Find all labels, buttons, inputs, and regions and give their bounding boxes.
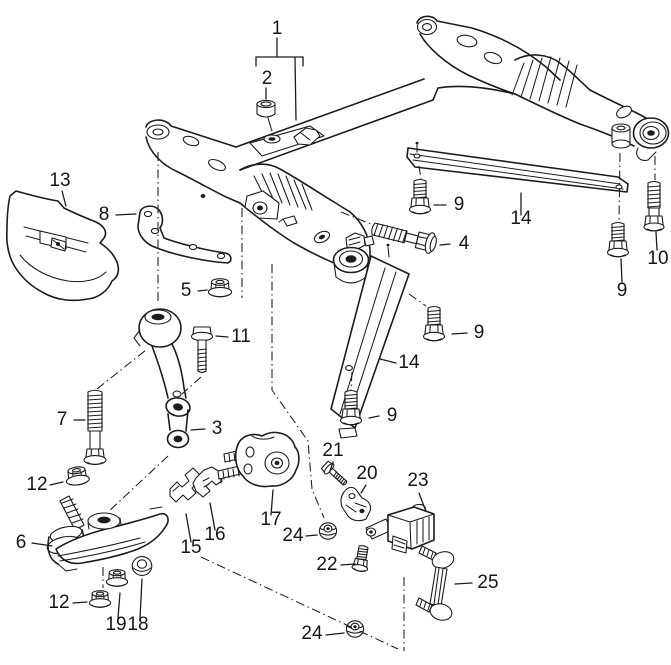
callout-25: 25 xyxy=(477,572,498,593)
mount-17 xyxy=(218,432,299,486)
stabiliser-link-25 xyxy=(416,546,456,622)
callout-15: 15 xyxy=(180,537,201,558)
callout-24-lower: 24 xyxy=(301,623,323,644)
callout-4: 4 xyxy=(459,233,470,254)
callout-20: 20 xyxy=(356,463,377,484)
callout-9-bottom: 9 xyxy=(387,405,398,426)
callout-10: 10 xyxy=(647,248,668,269)
callout-1: 1 xyxy=(272,18,283,39)
subframe-crossmember xyxy=(146,16,669,283)
callout-8: 8 xyxy=(99,204,110,225)
callout-5: 5 xyxy=(181,280,192,301)
callout-12-upper: 12 xyxy=(26,474,47,495)
callout-18: 18 xyxy=(127,614,148,635)
callout-24-upper: 24 xyxy=(282,525,304,546)
leader-lines xyxy=(32,38,657,635)
reinforcement-rail-centre xyxy=(331,243,409,438)
callout-9-right: 9 xyxy=(617,280,628,301)
bushing-2 xyxy=(257,100,275,131)
callout-23: 23 xyxy=(407,470,428,491)
callout-9-left: 9 xyxy=(454,194,465,215)
callout-14-right: 14 xyxy=(510,208,532,229)
callout-9-centre: 9 xyxy=(474,322,485,343)
callout-7: 7 xyxy=(57,409,68,430)
lower-arm-6 xyxy=(46,496,168,571)
callout-16: 16 xyxy=(204,524,225,545)
reinforcement-rail-right xyxy=(407,141,628,192)
callout-21: 21 xyxy=(322,440,343,461)
nut-19 xyxy=(105,569,129,587)
clamp-16 xyxy=(193,467,222,497)
assembly-centerlines xyxy=(97,152,655,651)
heat-shield-13 xyxy=(7,191,119,300)
callout-numbers: 1 2 4 13 8 5 9 14 10 9 11 9 14 7 3 9 12 … xyxy=(16,18,669,644)
washer-18 xyxy=(131,556,153,576)
callout-3: 3 xyxy=(212,418,223,439)
callout-2: 2 xyxy=(262,68,273,89)
link-arm-3 xyxy=(134,309,191,448)
grommet-24-upper xyxy=(318,522,338,540)
callout-6: 6 xyxy=(16,532,27,553)
callout-14-centre: 14 xyxy=(398,352,420,373)
callout-13: 13 xyxy=(49,170,70,191)
callout-19: 19 xyxy=(105,614,126,635)
grommet-24-lower xyxy=(345,620,365,638)
nut-5 xyxy=(207,278,233,298)
sensor-23 xyxy=(366,504,434,553)
callout-11: 11 xyxy=(231,326,251,347)
nut-12-lower xyxy=(88,590,112,608)
callout-12-lower: 12 xyxy=(48,592,69,613)
callout-22: 22 xyxy=(316,554,337,575)
callout-17: 17 xyxy=(260,509,281,530)
bracket-20 xyxy=(341,487,371,520)
